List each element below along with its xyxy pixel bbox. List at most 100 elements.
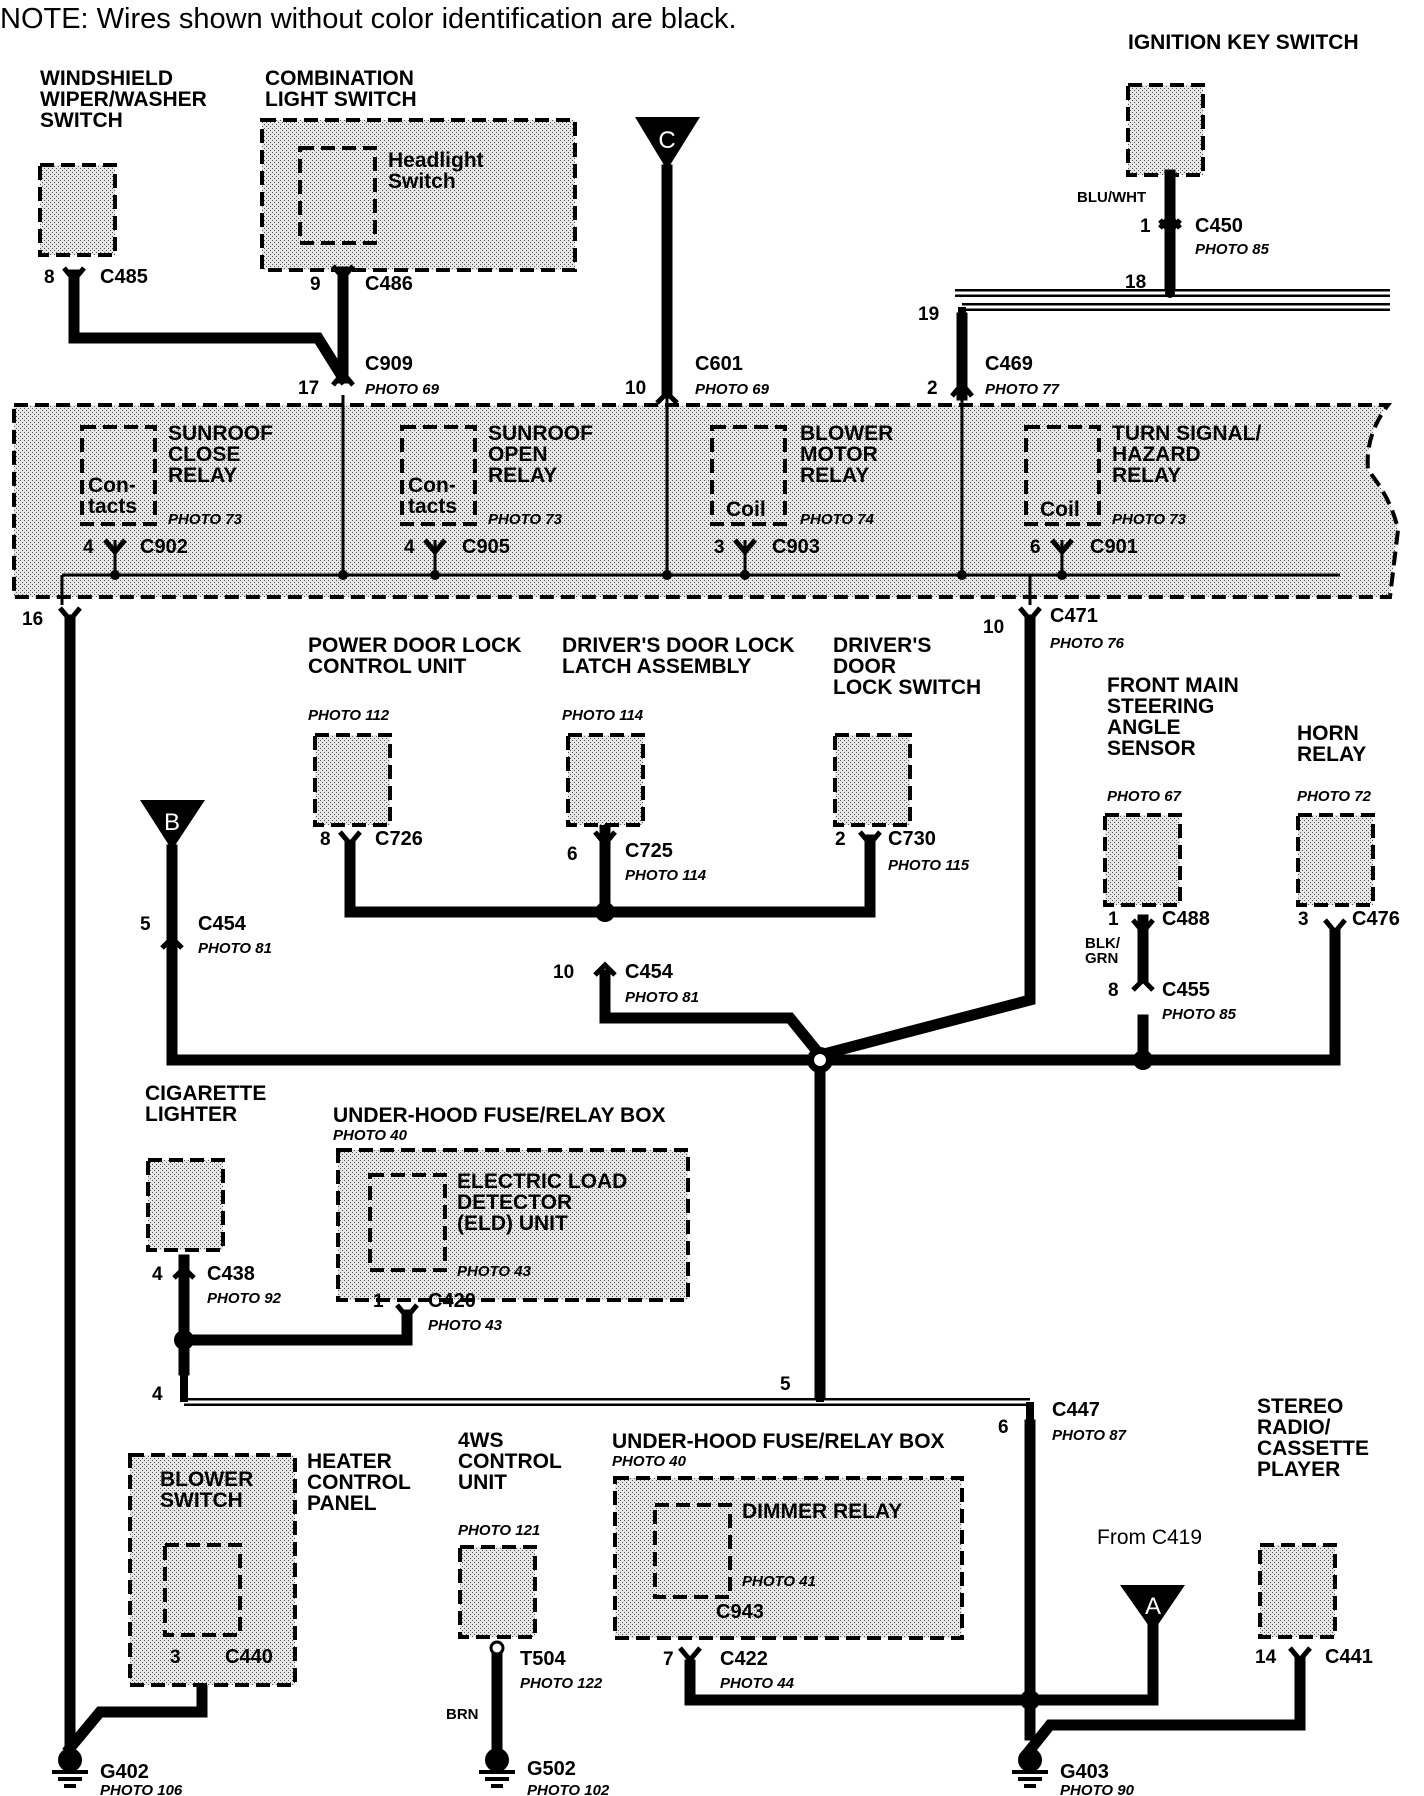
photo-c447: PHOTO 87 xyxy=(1052,1427,1127,1444)
label-c441: C441 xyxy=(1325,1646,1373,1668)
pin-c420: 1 xyxy=(373,1291,384,1312)
label-c905: C905 xyxy=(462,536,510,558)
pin-c909: 17 xyxy=(298,378,319,399)
photo-t504: PHOTO 122 xyxy=(520,1675,603,1692)
label-c730: C730 xyxy=(888,828,936,850)
label-c485: C485 xyxy=(100,266,148,288)
label-c471: C471 xyxy=(1050,605,1098,627)
label-c726: C726 xyxy=(375,828,423,850)
label-c476: C476 xyxy=(1352,908,1400,930)
label-c909: C909 xyxy=(365,353,413,375)
ignition-switch-label: IGNITION KEY SWITCH xyxy=(1128,31,1359,54)
close-relay-photo: PHOTO 73 xyxy=(168,511,243,528)
photo-c471: PHOTO 76 xyxy=(1050,635,1125,652)
off-page-connector-b: B xyxy=(140,800,205,850)
ignition-key-switch: IGNITION KEY SWITCH xyxy=(1126,31,1359,177)
pin-c726: 8 xyxy=(320,829,331,850)
eld-photo: PHOTO 43 xyxy=(457,1263,532,1280)
pin-c471: 10 xyxy=(983,617,1004,638)
pin-c902: 4 xyxy=(83,537,94,558)
label-c450: C450 xyxy=(1195,215,1243,237)
pin-c441: 14 xyxy=(1255,1647,1277,1668)
off-page-a-label: A xyxy=(1145,1593,1161,1620)
photo-c601: PHOTO 69 xyxy=(695,381,770,398)
photo-g402: PHOTO 106 xyxy=(100,1782,183,1796)
wires xyxy=(60,164,1390,1758)
turn-relay-coil-label: Coil xyxy=(1040,498,1080,521)
label-c488: C488 xyxy=(1162,908,1210,930)
connector-labels: 8 C485 9 C486 BLU/WHT 1 C450 PHOTO 85 18… xyxy=(22,189,1400,1796)
wire-color-blu-wht: BLU/WHT xyxy=(1077,189,1146,206)
photo-c450: PHOTO 85 xyxy=(1195,241,1270,258)
off-page-b-label: B xyxy=(164,809,180,836)
photo-c455: PHOTO 85 xyxy=(1162,1006,1237,1023)
pin-c601: 10 xyxy=(625,378,646,399)
photo-c469: PHOTO 77 xyxy=(985,381,1060,398)
from-c419-label: From C419 xyxy=(1097,1526,1202,1549)
pin-c725: 6 xyxy=(567,844,578,865)
ws4-photo: PHOTO 121 xyxy=(458,1522,540,1539)
pin-c447: 6 xyxy=(998,1417,1009,1438)
label-c725: C725 xyxy=(625,840,673,862)
label-c902: C902 xyxy=(140,536,188,558)
pin-c486: 9 xyxy=(310,274,321,295)
under-hood-box-2-label: UNDER-HOOD FUSE/RELAY BOX xyxy=(612,1430,945,1453)
pin-c476: 3 xyxy=(1298,909,1309,930)
off-page-c-label: C xyxy=(658,127,675,154)
under-hood-box-1-photo: PHOTO 40 xyxy=(333,1127,408,1144)
label-g403: G403 xyxy=(1060,1761,1109,1783)
label-c601: C601 xyxy=(695,353,743,375)
pin-c903: 3 xyxy=(714,537,725,558)
pin-bus-5: 5 xyxy=(780,1374,791,1395)
under-hood-box-2: UNDER-HOOD FUSE/RELAY BOX PHOTO 40 DIMME… xyxy=(612,1430,964,1640)
off-page-connector-c: C xyxy=(635,117,700,170)
open-relay-contacts-label: Con-tacts xyxy=(408,474,457,518)
photo-g403: PHOTO 90 xyxy=(1060,1782,1135,1796)
label-c454a: C454 xyxy=(198,913,247,935)
steering-sensor-photo: PHOTO 67 xyxy=(1107,788,1182,805)
label-c438: C438 xyxy=(207,1263,255,1285)
label-c455: C455 xyxy=(1162,979,1210,1001)
photo-c454a: PHOTO 81 xyxy=(198,940,272,957)
photo-c422: PHOTO 44 xyxy=(720,1675,795,1692)
label-c903: C903 xyxy=(772,536,820,558)
latch-photo: PHOTO 114 xyxy=(562,707,644,724)
photo-c420: PHOTO 43 xyxy=(428,1317,503,1334)
photo-c730: PHOTO 115 xyxy=(888,857,970,874)
dimmer-relay-label: DIMMER RELAY xyxy=(742,1500,902,1523)
pin-left-16: 16 xyxy=(22,609,43,630)
label-t504: T504 xyxy=(520,1648,566,1670)
ground-symbols xyxy=(52,1748,1048,1788)
label-g502: G502 xyxy=(527,1758,576,1780)
wire-color-blk-grn: BLK/GRN xyxy=(1085,935,1121,967)
note-text: NOTE: Wires shown without color identifi… xyxy=(0,3,737,35)
pin-c422: 7 xyxy=(663,1649,674,1670)
pin-c438: 4 xyxy=(152,1264,163,1285)
label-c901: C901 xyxy=(1090,536,1138,558)
off-page-connector-a: A xyxy=(1120,1585,1185,1632)
pin-c440: 3 xyxy=(170,1647,181,1668)
label-c440: C440 xyxy=(225,1646,273,1668)
